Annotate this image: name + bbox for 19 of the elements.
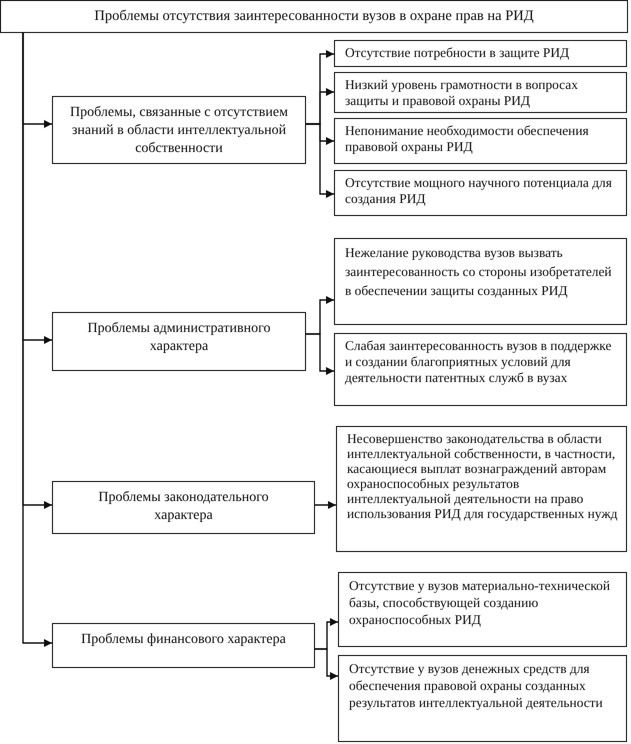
category-box: Проблемы законодательного характера bbox=[52, 481, 315, 534]
arrow bbox=[22, 33, 52, 647]
category-box: Проблемы административного характера bbox=[52, 312, 306, 371]
arrow bbox=[306, 123, 334, 198]
problem-box: Отсутствие у вузов материально-технической базы, способствующей созданию охраноспособных РИД bbox=[338, 572, 627, 647]
arrow bbox=[306, 333, 334, 375]
problem-box: Несовершенство законодательства в области интеллектуальной собственности, в частности, касающиеся выплат вознаграждений авторам охраноспособных результатов интеллектуальной деятельности на право использования РИД для государственных нужд bbox=[336, 426, 627, 552]
arrow bbox=[315, 648, 338, 680]
category-box: Проблемы, связанные с отсутствием знаний в области интеллектуальной собственности bbox=[52, 96, 306, 164]
category-box: Проблемы финансового характера bbox=[52, 623, 315, 668]
problem-box: Нежелание руководства вузов вызвать заинтересованность со стороны изобретателей в обеспечении защиты созданных РИД bbox=[334, 238, 627, 325]
heading-box: Проблемы отсутствия заинтересованности вузов в охране прав на РИД bbox=[0, 0, 628, 33]
problem-box: Отсутствие мощного научного потенциала для создания РИД bbox=[334, 170, 627, 216]
problem-box: Непонимание необходимости обеспечения правовой охраны РИД bbox=[334, 118, 627, 164]
problem-box: Отсутствие потребности в защите РИД bbox=[334, 40, 627, 67]
problem-box: Отсутствие у вузов денежных средств для обеспечения правовой охраны созданных результатов интеллектуальной деятельности bbox=[338, 655, 627, 742]
problem-box: Слабая заинтересованность вузов в поддержке и создании благоприятных условий для деятельности патентных служб в вузах bbox=[334, 333, 627, 406]
arrow bbox=[315, 501, 336, 509]
problem-box: Низкий уровень грамотности в вопросах защиты и правовой охраны РИД bbox=[334, 72, 627, 113]
